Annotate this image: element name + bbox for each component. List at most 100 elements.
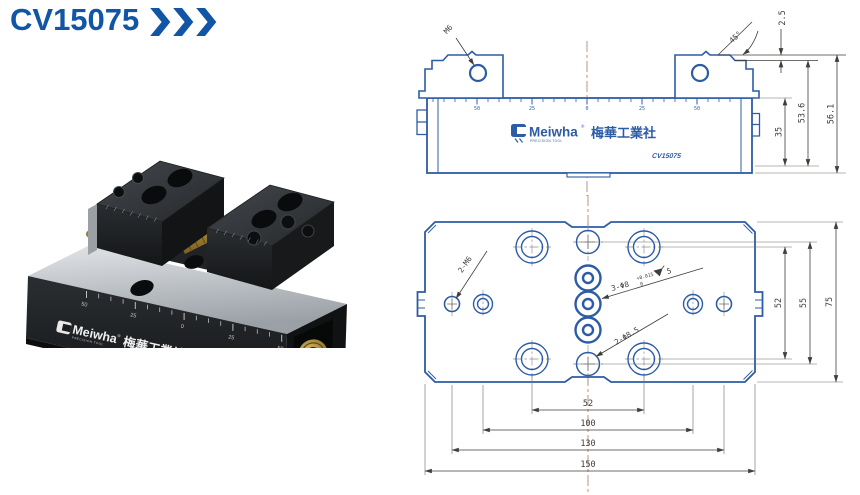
depth-symbol-icon bbox=[653, 265, 665, 277]
front-model-label: CV15075 bbox=[651, 153, 681, 160]
top-view-drawing: 2-M6 3-Φ8 +0.015 0 5 2-Φ8.5 52 bbox=[415, 195, 860, 495]
ruler-label: 50 bbox=[474, 106, 480, 112]
chevron-icon: ❯ bbox=[146, 4, 175, 35]
logo-cn: 梅華工業社 bbox=[591, 126, 656, 141]
angle-label: 45° bbox=[727, 29, 743, 45]
front-ruler-major-ticks bbox=[476, 98, 698, 105]
top-body-corner-lines bbox=[417, 224, 763, 380]
through-holes bbox=[575, 229, 601, 377]
dim-2_5-text: 2.5 bbox=[778, 10, 788, 25]
m6-label: M6 bbox=[442, 23, 455, 36]
dim-col-130: 130 bbox=[451, 439, 725, 453]
dim-56_1-text: 56.1 bbox=[827, 104, 837, 124]
dim-35-text: 35 bbox=[775, 127, 785, 137]
logo-slashes-icon bbox=[514, 138, 523, 143]
bore-tol-upper: +0.015 bbox=[636, 272, 654, 282]
ruler-label: 50 bbox=[694, 106, 700, 112]
ruler-label: 25 bbox=[130, 312, 137, 319]
dim-rows-52-text: 52 bbox=[774, 298, 784, 308]
dim-53_6: 53.6 bbox=[798, 60, 811, 167]
side-holes bbox=[443, 293, 733, 315]
chevrons-icon: ❯ ❯ ❯ bbox=[146, 4, 220, 35]
dim-length-150-text: 150 bbox=[580, 460, 595, 470]
page-title: CV15075 ❯ ❯ ❯ bbox=[10, 2, 220, 38]
right-jaw-hole bbox=[277, 192, 303, 212]
corner-holes bbox=[515, 230, 661, 376]
dim-2_5: 2.5 bbox=[778, 10, 788, 73]
front-view-drawing: 50 25 0 25 50 Meiwha ® PRECISION TOOL 梅華… bbox=[415, 3, 860, 200]
base-top-hole bbox=[130, 279, 154, 297]
top-view-svg: 2-M6 3-Φ8 +0.015 0 5 2-Φ8.5 52 bbox=[416, 195, 843, 493]
left-jaw-screw bbox=[113, 186, 125, 198]
base-top-face bbox=[28, 246, 347, 334]
bottom-extension-lines bbox=[424, 376, 756, 475]
dim-35: 35 bbox=[755, 97, 819, 167]
front-right-jaw bbox=[674, 50, 760, 99]
front-left-hex bbox=[416, 109, 427, 136]
ruler-label: 0 bbox=[585, 106, 588, 112]
ruler-label: 25 bbox=[228, 334, 235, 341]
front-view-logo: Meiwha ® PRECISION TOOL 梅華工業社 CV15075 bbox=[511, 123, 681, 160]
product-photo: 50 25 0 25 50 Meiwha ® PRECISION TOOL 梅華… bbox=[2, 76, 402, 408]
photo-brand-reg: ® bbox=[117, 333, 121, 339]
ruler-label: 0 bbox=[180, 324, 184, 331]
front-bottom-key bbox=[566, 172, 611, 178]
center-bores bbox=[574, 264, 602, 344]
logo-icon-notch bbox=[517, 127, 526, 134]
right-jaw-screw bbox=[246, 230, 262, 246]
brand-icon-notch bbox=[61, 323, 72, 333]
ruler-label: 25 bbox=[529, 106, 535, 112]
front-right-jaw-hole bbox=[690, 63, 710, 83]
dim-col-100: 100 bbox=[482, 419, 694, 433]
front-ruler-labels: 50 25 0 25 50 bbox=[474, 106, 700, 112]
ruler-label: 25 bbox=[639, 106, 645, 112]
right-extension-lines bbox=[601, 221, 843, 383]
dim-col-52: 52 bbox=[531, 399, 645, 413]
ruler-label: 50 bbox=[277, 345, 284, 348]
front-left-jaw bbox=[418, 50, 504, 99]
bore-tol-lower: 0 bbox=[640, 281, 644, 288]
dim-length-150: 150 bbox=[424, 460, 756, 474]
left-jaw-ticks bbox=[105, 204, 157, 222]
right-jaw-hole bbox=[251, 209, 277, 229]
left-jaw-hole bbox=[141, 185, 167, 205]
dim-53_6-text: 53.6 bbox=[798, 103, 808, 123]
front-view-svg: 50 25 0 25 50 Meiwha ® PRECISION TOOL 梅華… bbox=[416, 10, 846, 196]
front-body bbox=[426, 97, 753, 174]
top-body-outline bbox=[416, 221, 764, 383]
angle-annotation: 45° bbox=[717, 21, 759, 56]
base-ruler-ticks bbox=[86, 291, 283, 342]
dim-col-130-text: 130 bbox=[580, 439, 595, 449]
right-jaw-side-face bbox=[272, 202, 334, 290]
front-left-jaw-hole bbox=[468, 63, 488, 83]
left-jaw-end-cap bbox=[88, 204, 97, 255]
dim-rows-55: 55 bbox=[799, 241, 813, 365]
logo-brand: Meiwha bbox=[529, 125, 578, 140]
dim-col-100-text: 100 bbox=[580, 419, 595, 429]
left-jaw-front-face bbox=[97, 204, 162, 266]
logo-sub: PRECISION TOOL bbox=[530, 139, 563, 143]
chevron-icon: ❯ bbox=[169, 4, 198, 35]
left-jaw-channel-face bbox=[162, 178, 224, 266]
dim-width-75-text: 75 bbox=[825, 297, 835, 307]
dim-56_1: 56.1 bbox=[755, 54, 846, 174]
bore-depth: 5 bbox=[666, 266, 673, 276]
base-top-hole bbox=[184, 255, 204, 269]
dim-width-75: 75 bbox=[825, 221, 839, 383]
right-jaw-screw bbox=[280, 214, 296, 230]
ruler-label: 50 bbox=[81, 301, 88, 308]
model-title: CV15075 bbox=[10, 2, 140, 37]
logo-reg: ® bbox=[581, 123, 585, 129]
chevron-icon: ❯ bbox=[191, 4, 220, 35]
dim-rows-52: 52 bbox=[774, 246, 788, 360]
right-jaw-ticks bbox=[215, 228, 267, 246]
left-jaw-screw bbox=[132, 172, 144, 184]
photo-brand-sub: PRECISION TOOL bbox=[72, 335, 104, 346]
left-jaw-hole bbox=[167, 168, 193, 188]
vise-photo-illustration: 50 25 0 25 50 Meiwha ® PRECISION TOOL 梅華… bbox=[7, 160, 347, 408]
front-ruler-ticks bbox=[432, 98, 742, 102]
right-jaw-screw bbox=[301, 224, 315, 238]
dim-rows-55-text: 55 bbox=[799, 298, 809, 308]
dim-col-52-text: 52 bbox=[583, 399, 593, 409]
